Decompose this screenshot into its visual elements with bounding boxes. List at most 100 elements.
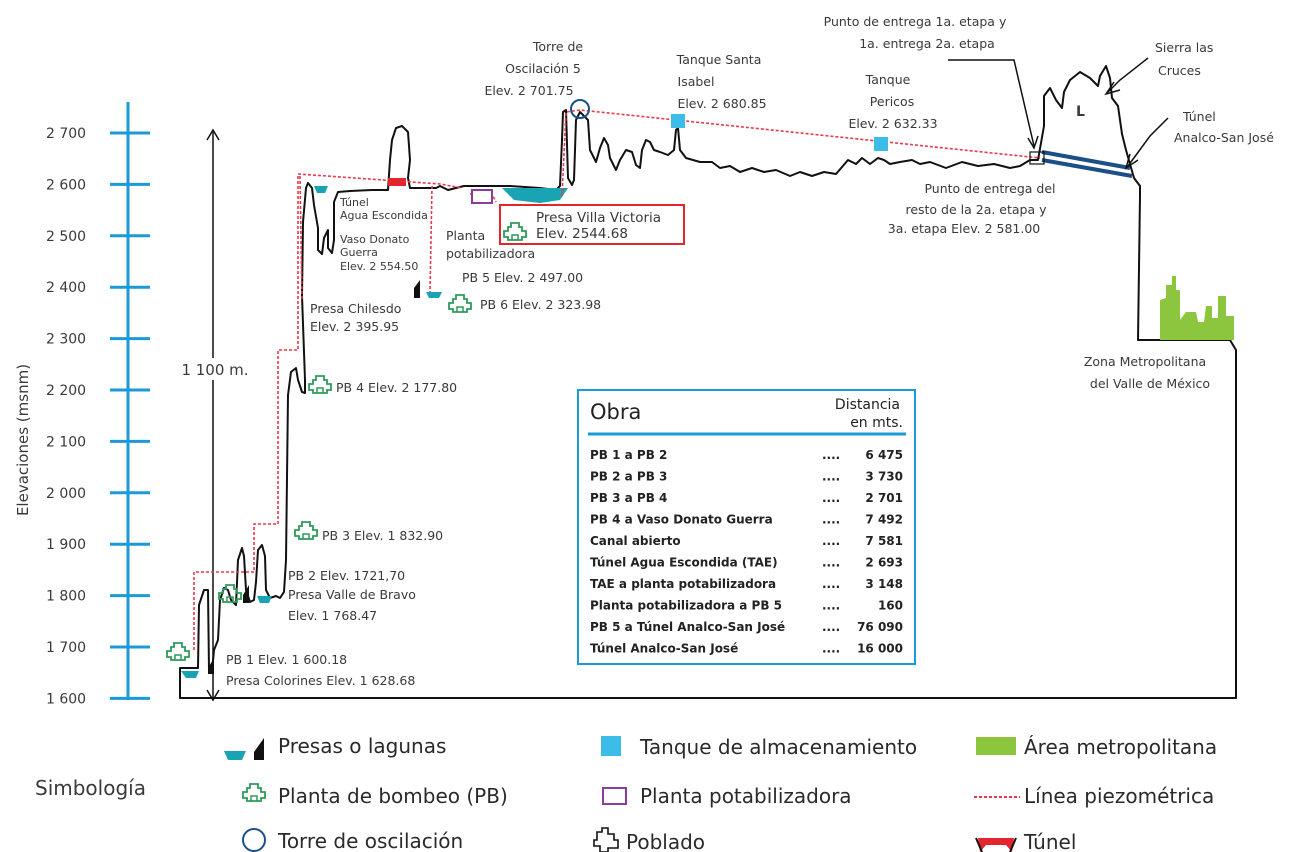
table-header-l1: Distancia xyxy=(835,397,900,413)
label-villa-victoria-l1: Presa Villa Victoria xyxy=(536,210,661,226)
label-pb2-l3: Elev. 1 768.47 xyxy=(288,608,377,623)
pb4-symbol xyxy=(308,375,332,394)
label-punto-entrega-1-l1: Punto de entrega 1a. etapa y xyxy=(824,14,1007,29)
table-cell-dots: .... xyxy=(822,470,840,484)
label-pb5: PB 5 Elev. 2 497.00 xyxy=(462,270,583,285)
villa-victoria-highlight-box xyxy=(499,204,685,245)
label-santa-isabel-l1: Tanque Santa xyxy=(676,52,762,67)
label-tunel-analco-l2: Analco-San José xyxy=(1174,130,1274,145)
legend-pb-label: Planta de bombeo (PB) xyxy=(278,784,508,808)
legend-tunel-label: Túnel xyxy=(1023,830,1076,852)
label-pb4: PB 4 Elev. 2 177.80 xyxy=(336,380,457,395)
label-sierra-l2: Cruces xyxy=(1158,63,1201,78)
table-cell-dots: .... xyxy=(822,642,840,656)
label-zona-l2: del Valle de México xyxy=(1090,376,1210,391)
pb1-symbol xyxy=(166,642,190,661)
label-punto-resto-l1: Punto de entrega del xyxy=(924,181,1055,196)
table-cell-distance: 2 693 xyxy=(865,556,903,570)
legend-pb-icon xyxy=(242,783,266,802)
label-vaso-donato-l2: Guerra xyxy=(340,246,378,259)
tanque-pericos-symbol xyxy=(874,137,888,151)
table-cell-dots: .... xyxy=(822,513,840,527)
legend-area-icon xyxy=(976,737,1016,755)
legend-linea-label: Línea piezométrica xyxy=(1024,784,1214,808)
label-chilesdo-l1: Presa Chilesdo xyxy=(310,301,401,316)
label-punto-resto-l2: resto de la 2a. etapa y xyxy=(905,202,1047,217)
table-cell-obra: PB 5 a Túnel Analco-San José xyxy=(590,620,785,634)
table-cell-distance: 6 475 xyxy=(865,448,903,462)
label-pb1: PB 1 Elev. 1 600.18 xyxy=(226,652,347,667)
tunel-analco-san-jose xyxy=(1029,150,1133,178)
label-zona-l1: Zona Metropolitana xyxy=(1084,354,1206,369)
label-santa-isabel-l2: Isabel xyxy=(678,74,715,89)
label-planta-l2: potabilizadora xyxy=(446,246,535,261)
legend-tanque-icon xyxy=(601,736,621,756)
presa-valle-de-bravo-water xyxy=(257,596,272,603)
label-torre-l2: Oscilación 5 xyxy=(505,61,581,76)
label-torre-l1: Torre de xyxy=(532,39,584,54)
axis-tick-label: 2 300 xyxy=(46,332,86,348)
dam-chilesdo xyxy=(414,280,420,298)
label-pb2-l1: PB 2 Elev. 1721,70 xyxy=(288,568,405,583)
table-header-l2: en mts. xyxy=(850,415,903,431)
axis-tick-label: 2 000 xyxy=(46,486,86,502)
label-pb3: PB 3 Elev. 1 832.90 xyxy=(322,528,443,543)
table-cell-dots: .... xyxy=(822,599,840,613)
legend-planta-label: Planta potabilizadora xyxy=(640,784,852,808)
presa-chilesdo-water xyxy=(426,292,442,298)
table-cell-dots: .... xyxy=(822,620,840,634)
table-cell-obra: Planta potabilizadora a PB 5 xyxy=(590,599,782,613)
callout-arrows xyxy=(948,57,1169,170)
table-cell-obra: PB 4 a Vaso Donato Guerra xyxy=(590,513,773,527)
torre-oscilacion-symbol xyxy=(570,99,590,119)
table-cell-obra: PB 3 a PB 4 xyxy=(590,491,667,505)
legend-planta-icon xyxy=(602,787,627,805)
label-tunel-agua-l2: Agua Escondida xyxy=(340,209,428,222)
table-cell-obra: Túnel Analco-San José xyxy=(590,642,738,656)
tunel-agua-escondida xyxy=(388,178,406,186)
dam-valle-de-bravo xyxy=(243,585,249,603)
axis-tick-label: 1 800 xyxy=(46,589,86,605)
legend-title: Simbología xyxy=(35,776,146,800)
table-cell-dots: .... xyxy=(822,491,840,505)
height-span-label: 1 100 m. xyxy=(181,361,248,379)
pb6-symbol xyxy=(448,294,472,313)
table-cell-dots: .... xyxy=(822,556,840,570)
label-pericos-l3: Elev. 2 632.33 xyxy=(848,116,937,131)
legend-tunel-icon xyxy=(978,838,1014,852)
table-cell-distance: 3 730 xyxy=(865,470,903,484)
legend-tanque-label: Tanque de almacenamiento xyxy=(639,735,917,759)
table-cell-distance: 3 148 xyxy=(865,577,903,591)
axis-tick-label: 2 200 xyxy=(46,383,86,399)
terrain-profile xyxy=(179,65,1237,699)
axis-tick-label: 1 600 xyxy=(46,691,86,707)
table-cell-obra: Túnel Agua Escondida (TAE) xyxy=(590,556,778,570)
legend-presas-icon xyxy=(224,751,246,760)
axis-tick-label: 2 400 xyxy=(46,280,86,296)
table-cell-distance: 160 xyxy=(878,599,903,613)
label-vaso-donato-l3: Elev. 2 554.50 xyxy=(340,260,418,273)
label-pb2-l2: Presa Valle de Bravo xyxy=(288,587,416,602)
table-cell-distance: 2 701 xyxy=(865,491,903,505)
label-santa-isabel-l3: Elev. 2 680.85 xyxy=(677,96,766,111)
tanque-santa-isabel-symbol xyxy=(671,114,685,128)
axis-label: Elevaciones (msnm) xyxy=(14,364,32,516)
legend-poblado-label: Poblado xyxy=(626,830,705,852)
legend: Simbología Presas o lagunas Planta de bo… xyxy=(35,734,1217,852)
table-cell-dots: .... xyxy=(822,448,840,462)
label-sierra-l1: Sierra las xyxy=(1155,40,1213,55)
label-punto-entrega-1-l2: 1a. entrega 2a. etapa xyxy=(859,36,995,51)
label-tunel-analco-l1: Túnel xyxy=(1182,109,1216,124)
table-cell-dots: .... xyxy=(822,577,840,591)
table-cell-obra: PB 1 a PB 2 xyxy=(590,448,667,462)
